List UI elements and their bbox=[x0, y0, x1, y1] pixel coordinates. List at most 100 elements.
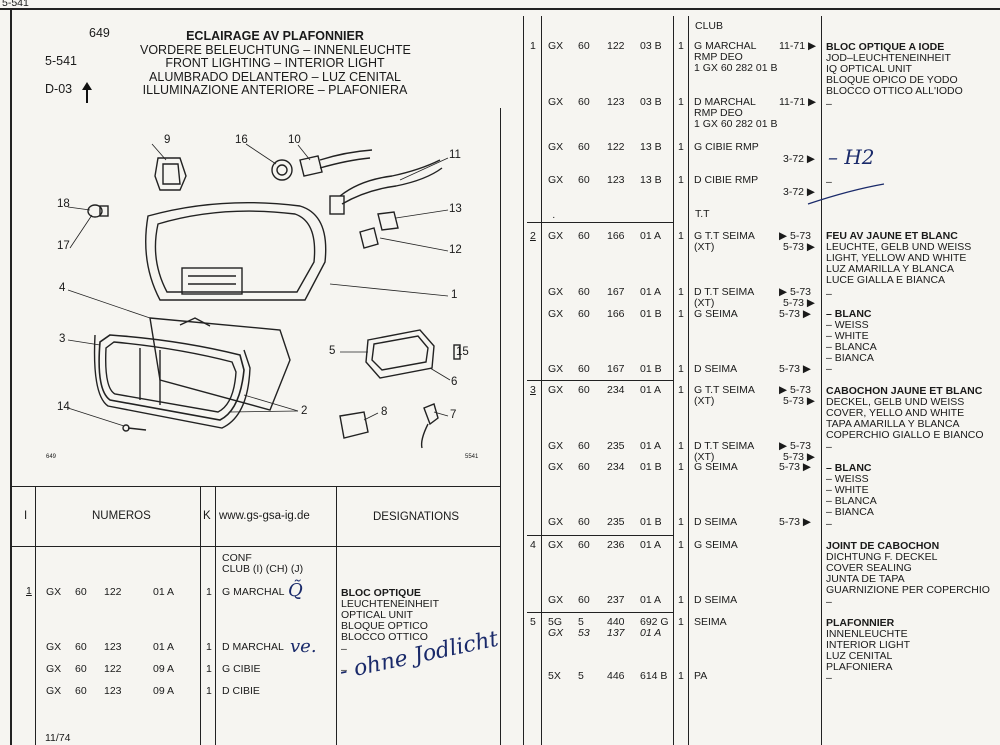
part-suffix: 09 A bbox=[153, 663, 175, 675]
quantity: 1 bbox=[206, 641, 212, 653]
part-prefix: GX bbox=[548, 174, 564, 186]
part-prefix: GX bbox=[548, 539, 564, 551]
conf-club-label: CLUB (I) (CH) (J) bbox=[222, 563, 304, 575]
part-name: D T.T SEIMA bbox=[694, 440, 755, 452]
right-desc-4: CABOCHON JAUNE ET BLANC DECKEL, GELB UND… bbox=[826, 386, 984, 441]
desc-line: JUNTA DE TAPA bbox=[826, 573, 905, 585]
desc-line: FEU AV JAUNE ET BLANC bbox=[826, 230, 958, 242]
part-prefix: GX bbox=[548, 384, 564, 396]
diagram-label-12: 12 bbox=[449, 244, 462, 256]
desc-line: LEUCHTE, GELB UND WEISS bbox=[826, 241, 972, 253]
part-suffix: 01 B bbox=[640, 516, 662, 528]
right-desc-divider bbox=[688, 16, 689, 745]
part-group: 60 bbox=[578, 141, 590, 153]
table-col-k-line bbox=[200, 486, 201, 745]
part-prefix: 5X bbox=[548, 670, 561, 682]
row-index: 1 bbox=[26, 585, 32, 597]
right-desc-dash: – bbox=[826, 441, 832, 453]
desc-line: BLOQUE OPTICO bbox=[341, 620, 428, 632]
diagram-label-8: 8 bbox=[381, 406, 388, 418]
col-header-i: I bbox=[24, 510, 28, 522]
part-group: 60 bbox=[578, 461, 590, 473]
date-marker: ▶ 5-73 bbox=[779, 384, 812, 396]
desc-line: DICHTUNG F. DECKEL bbox=[826, 551, 938, 563]
quantity: 1 bbox=[678, 384, 684, 396]
part-group: 53 bbox=[578, 627, 590, 639]
desc-line: PLAFONNIER bbox=[826, 617, 895, 629]
date-marker: 5-73 ▶ bbox=[779, 308, 812, 320]
part-prefix: GX bbox=[46, 663, 62, 675]
diagram-label-1: 1 bbox=[451, 289, 458, 301]
website-link[interactable]: www.gs-gsa-ig.de bbox=[219, 510, 310, 522]
frame-top-line bbox=[0, 8, 1000, 10]
desc-line: IQ OPTICAL UNIT bbox=[826, 63, 912, 75]
part-group: 60 bbox=[578, 440, 590, 452]
part-number: 167 bbox=[607, 286, 625, 298]
quantity: 1 bbox=[678, 363, 684, 375]
quantity: 1 bbox=[678, 594, 684, 606]
part-name: RMP DEO bbox=[694, 107, 743, 119]
desc-line: – WHITE bbox=[826, 330, 869, 342]
col-header-numeros: NUMEROS bbox=[92, 510, 151, 522]
part-prefix: GX bbox=[548, 516, 564, 528]
desc-line: – BLANC bbox=[826, 308, 872, 320]
quantity: 1 bbox=[678, 286, 684, 298]
part-group: 60 bbox=[578, 40, 590, 52]
part-number: 235 bbox=[607, 516, 625, 528]
date-marker: 3-72 ▶ bbox=[783, 186, 816, 198]
date-marker: 11-71 ▶ bbox=[779, 96, 817, 108]
desc-line: – WEISS bbox=[826, 473, 869, 485]
part-prefix: GX bbox=[548, 40, 564, 52]
desc-line: JOD–LEUCHTENEINHEIT bbox=[826, 52, 951, 64]
part-suffix: 01 B bbox=[640, 308, 662, 320]
part-prefix: GX bbox=[548, 286, 564, 298]
part-name: D MARCHAL bbox=[222, 641, 284, 653]
date-marker: 5-73 ▶ bbox=[779, 516, 812, 528]
quantity: 1 bbox=[678, 40, 684, 52]
desc-line: LUZ CENITAL bbox=[826, 650, 893, 662]
desc-line: – WEISS bbox=[826, 319, 869, 331]
part-name: D CIBIE RMP bbox=[694, 174, 759, 186]
part-prefix: GX bbox=[548, 627, 564, 639]
date-marker: 5-73 ▶ bbox=[783, 241, 816, 253]
part-suffix: 01 A bbox=[640, 286, 662, 298]
desc-line: BLOCCO OTTICO bbox=[341, 631, 428, 643]
part-prefix: 5G bbox=[548, 616, 563, 628]
handwritten-note: Q̃ bbox=[288, 580, 303, 601]
part-name: (XT) bbox=[694, 297, 715, 309]
quantity: 1 bbox=[678, 616, 684, 628]
part-suffix: 01 B bbox=[640, 363, 662, 375]
title-line-de: VORDERE BELEUCHTUNG – INNENLEUCHTE bbox=[140, 42, 411, 57]
quantity: 1 bbox=[206, 586, 212, 598]
part-group: 60 bbox=[578, 174, 590, 186]
row-index: 4 bbox=[530, 539, 536, 551]
row-index: 2 bbox=[530, 230, 536, 242]
diagram-label-11: 11 bbox=[449, 149, 461, 161]
part-group: 60 bbox=[578, 539, 590, 551]
part-name: D MARCHAL bbox=[694, 96, 756, 108]
club-label: CLUB bbox=[695, 20, 724, 32]
diagram-label-13: 13 bbox=[449, 203, 462, 215]
part-name: (XT) bbox=[694, 451, 715, 463]
part-group: 60 bbox=[578, 594, 590, 606]
part-number: 122 bbox=[104, 663, 122, 675]
diagram-label-6: 6 bbox=[451, 376, 458, 388]
right-desc-dash: – bbox=[826, 672, 832, 684]
part-number: 123 bbox=[104, 685, 122, 697]
date-marker: ▶ 5-73 bbox=[779, 230, 812, 242]
handwritten-note: – H2 bbox=[828, 145, 875, 169]
part-prefix: GX bbox=[548, 141, 564, 153]
left-desc-bloc: BLOC OPTIQUE LEUCHTENEINHEIT OPTICAL UNI… bbox=[341, 588, 439, 643]
table-top-line bbox=[10, 486, 500, 487]
right-desc-dash: – bbox=[826, 596, 832, 608]
part-name: D SEIMA bbox=[694, 363, 738, 375]
diagram-corner-left: 649 bbox=[46, 454, 57, 460]
part-name: D SEIMA bbox=[694, 594, 738, 606]
right-desc-dash: – bbox=[826, 288, 832, 300]
part-group: 60 bbox=[578, 363, 590, 375]
right-desc-dash: – bbox=[826, 363, 832, 375]
part-prefix: GX bbox=[548, 96, 564, 108]
desc-line: INTERIOR LIGHT bbox=[826, 639, 911, 651]
right-desc-5: – BLANC – WEISS – WHITE – BLANCA – BIANC… bbox=[826, 463, 877, 518]
part-name: D SEIMA bbox=[694, 516, 738, 528]
